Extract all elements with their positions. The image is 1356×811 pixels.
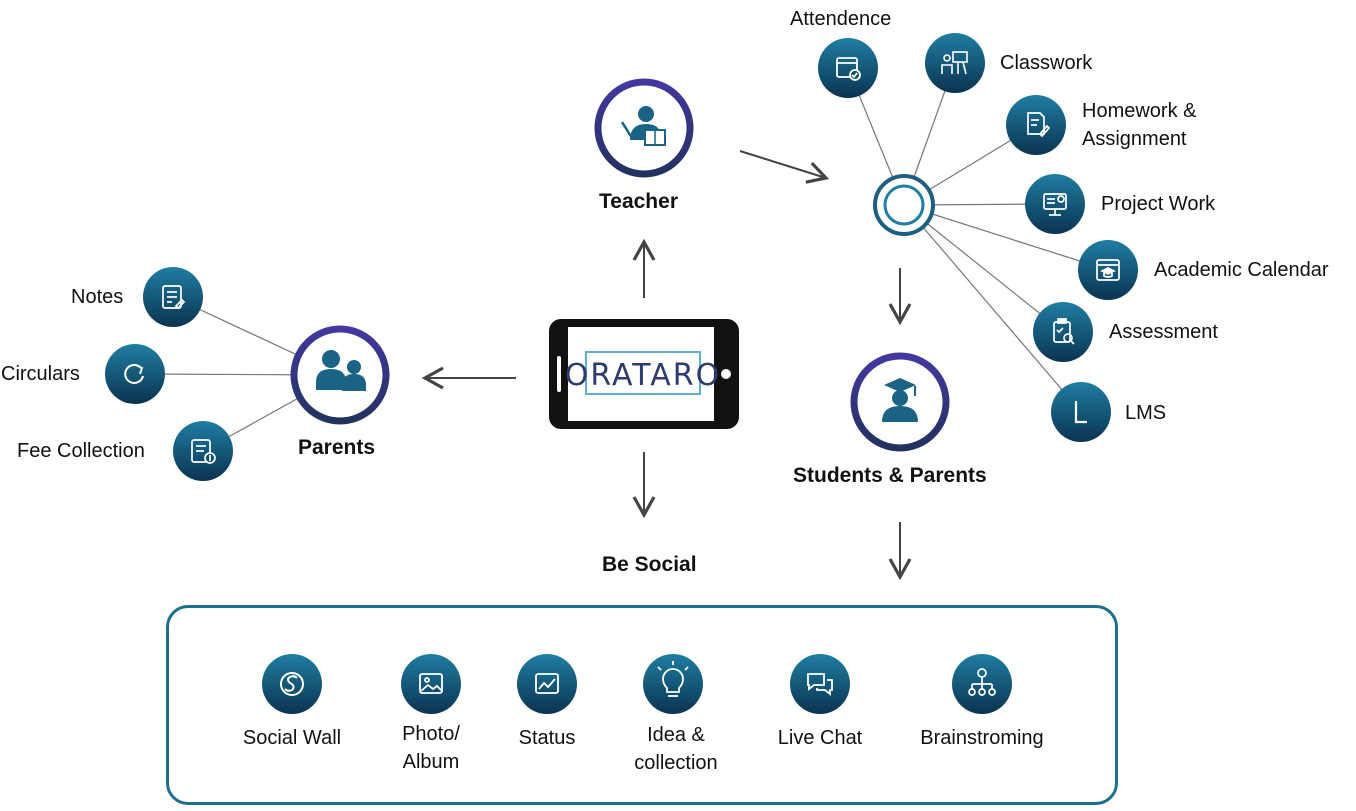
feature-node-academic-calendar — [1078, 240, 1138, 300]
social-label-photo: Photo/ Album — [402, 723, 460, 773]
parents-label: Parents — [298, 436, 376, 459]
monitor-icon — [1043, 193, 1067, 216]
feature-node-homework — [1006, 95, 1066, 155]
chat-icon — [807, 673, 833, 696]
hub-node — [873, 174, 935, 236]
feature-node-attendence — [818, 38, 878, 98]
social-label-chat: Live Chat — [777, 727, 863, 749]
feature-label-attendence: Attendence — [790, 8, 892, 30]
feature-label-academic-calendar: Academic Calendar — [1154, 259, 1329, 281]
calendar-grad-icon — [1096, 259, 1120, 281]
network-icon — [968, 668, 996, 696]
calendar-check-icon — [836, 57, 861, 81]
feature-node-notes — [143, 267, 203, 327]
students-parents-label: Students & Parents — [793, 464, 987, 487]
refresh-icon — [124, 363, 144, 384]
photo-icon — [419, 673, 443, 694]
social-node-wall — [262, 654, 322, 714]
be-social-panel — [166, 605, 1118, 805]
social-label-status: Status — [518, 727, 576, 749]
s-letter-icon — [280, 672, 304, 696]
teacher-icon — [620, 106, 666, 146]
feature-node-circulars — [105, 344, 165, 404]
letter-l-icon — [1074, 401, 1087, 424]
social-node-brainstorm — [952, 654, 1012, 714]
presentation-icon — [941, 51, 968, 75]
feature-label-project-work: Project Work — [1101, 193, 1216, 215]
flow-arrows — [421, 150, 912, 581]
feature-label-circulars: Circulars — [1, 363, 80, 385]
arrow-to-hub — [739, 150, 830, 184]
logo-text: ORATARO — [565, 358, 721, 393]
feature-node-project-work — [1025, 174, 1085, 234]
teacher-node — [594, 78, 694, 178]
social-node-status — [517, 654, 577, 714]
chart-icon — [535, 673, 559, 694]
social-node-idea — [643, 654, 703, 714]
parents-node — [290, 325, 390, 425]
feature-node-fee-collection — [173, 421, 233, 481]
graduate-icon — [882, 378, 918, 422]
feature-node-classwork — [925, 33, 985, 93]
social-label-idea: Idea & collection — [634, 724, 718, 774]
social-node-photo — [401, 654, 461, 714]
feature-node-assessment — [1033, 302, 1093, 362]
students-node — [850, 352, 950, 452]
clipboard-search-icon — [1053, 318, 1075, 345]
parents-feature-nodes — [105, 267, 233, 481]
notes-icon — [162, 285, 186, 310]
teacher-label: Teacher — [599, 190, 678, 213]
social-label-wall: Social Wall — [242, 727, 342, 749]
social-label-brainstorm: Brainstroming — [920, 727, 1044, 749]
be-social-label: Be Social — [602, 553, 697, 576]
feature-node-lms — [1051, 382, 1111, 442]
feature-label-homework: Homework & Assignment — [1082, 100, 1197, 150]
social-node-chat — [790, 654, 850, 714]
social-nodes — [262, 654, 1012, 714]
fee-icon — [191, 439, 216, 464]
parents-icon — [316, 350, 366, 391]
feature-label-classwork: Classwork — [1000, 52, 1093, 74]
teacher-feature-nodes — [818, 33, 1138, 442]
feature-label-notes: Notes — [71, 286, 124, 308]
bulb-icon — [657, 661, 689, 697]
feature-label-fee-collection: Fee Collection — [17, 440, 145, 462]
phone-device: ORATARO — [549, 319, 739, 429]
feature-label-assessment: Assessment — [1109, 321, 1218, 343]
document-edit-icon — [1027, 112, 1051, 138]
feature-label-lms: LMS — [1125, 402, 1167, 424]
